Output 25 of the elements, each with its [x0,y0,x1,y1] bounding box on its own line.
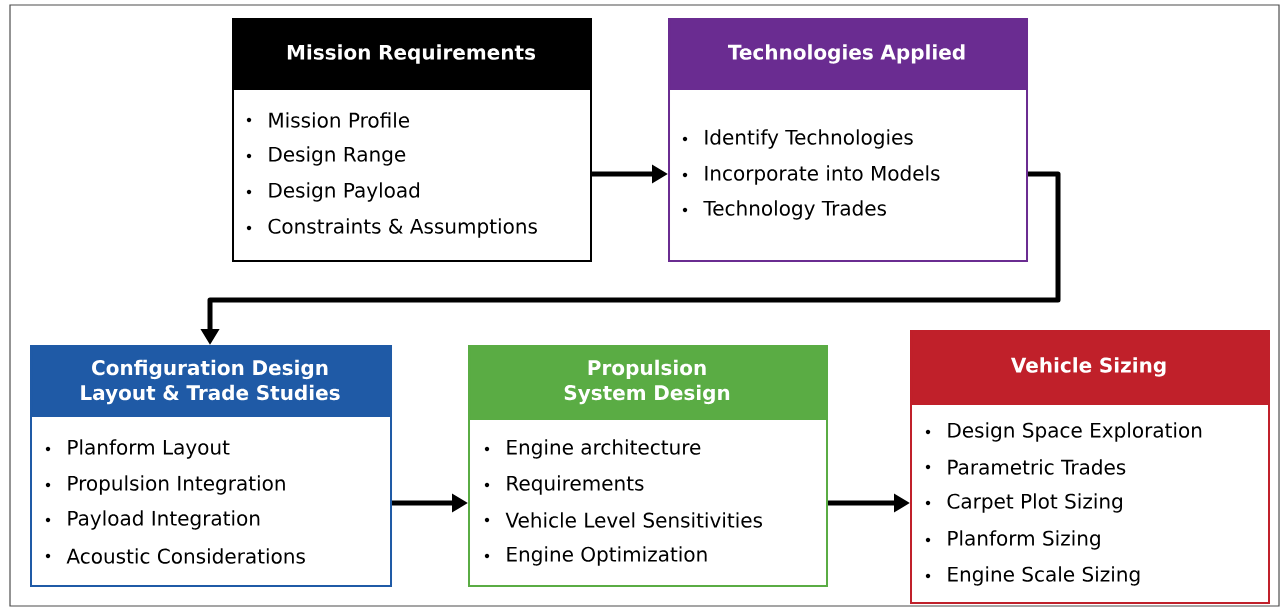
bullet-item: Payload Integration [45,510,260,530]
bullet-item: Constraints & Assumptions [246,218,537,238]
bullet-item: Carpet Plot Sizing [925,493,1122,513]
bullet-item: Design Space Exploration [925,422,1202,442]
box-title: Propulsion System Design [564,359,730,405]
box-title: Technologies Applied [728,44,965,64]
bullet-item: Parametric Trades [925,459,1126,475]
bullet-item: Incorporate into Models [682,165,940,185]
bullet-item: Planform Layout [45,439,230,459]
bullet-item: Design Range [246,146,406,166]
bullet-item: Design Payload [246,182,420,202]
bullet-item: Engine architecture [484,439,701,459]
bullet-item: Propulsion Integration [45,475,285,495]
bullet-item: Technology Trades [682,200,887,220]
bullet-item: Acoustic Considerations [45,548,305,564]
bullet-item: Engine Optimization [484,546,707,566]
bullet-item: Mission Profile [246,112,410,128]
bullet-item: Planform Sizing [925,530,1100,550]
bullet-item: Vehicle Level Sensitivities [484,512,763,528]
box-title: Configuration Design Layout & Trade Studies [81,359,340,405]
box-title: Vehicle Sizing [1010,357,1166,377]
box-title: Mission Requirements [287,44,536,64]
bullet-item: Identify Technologies [682,129,913,149]
bullet-item: Engine Scale Sizing [925,566,1140,586]
bullet-item: Requirements [484,475,644,495]
